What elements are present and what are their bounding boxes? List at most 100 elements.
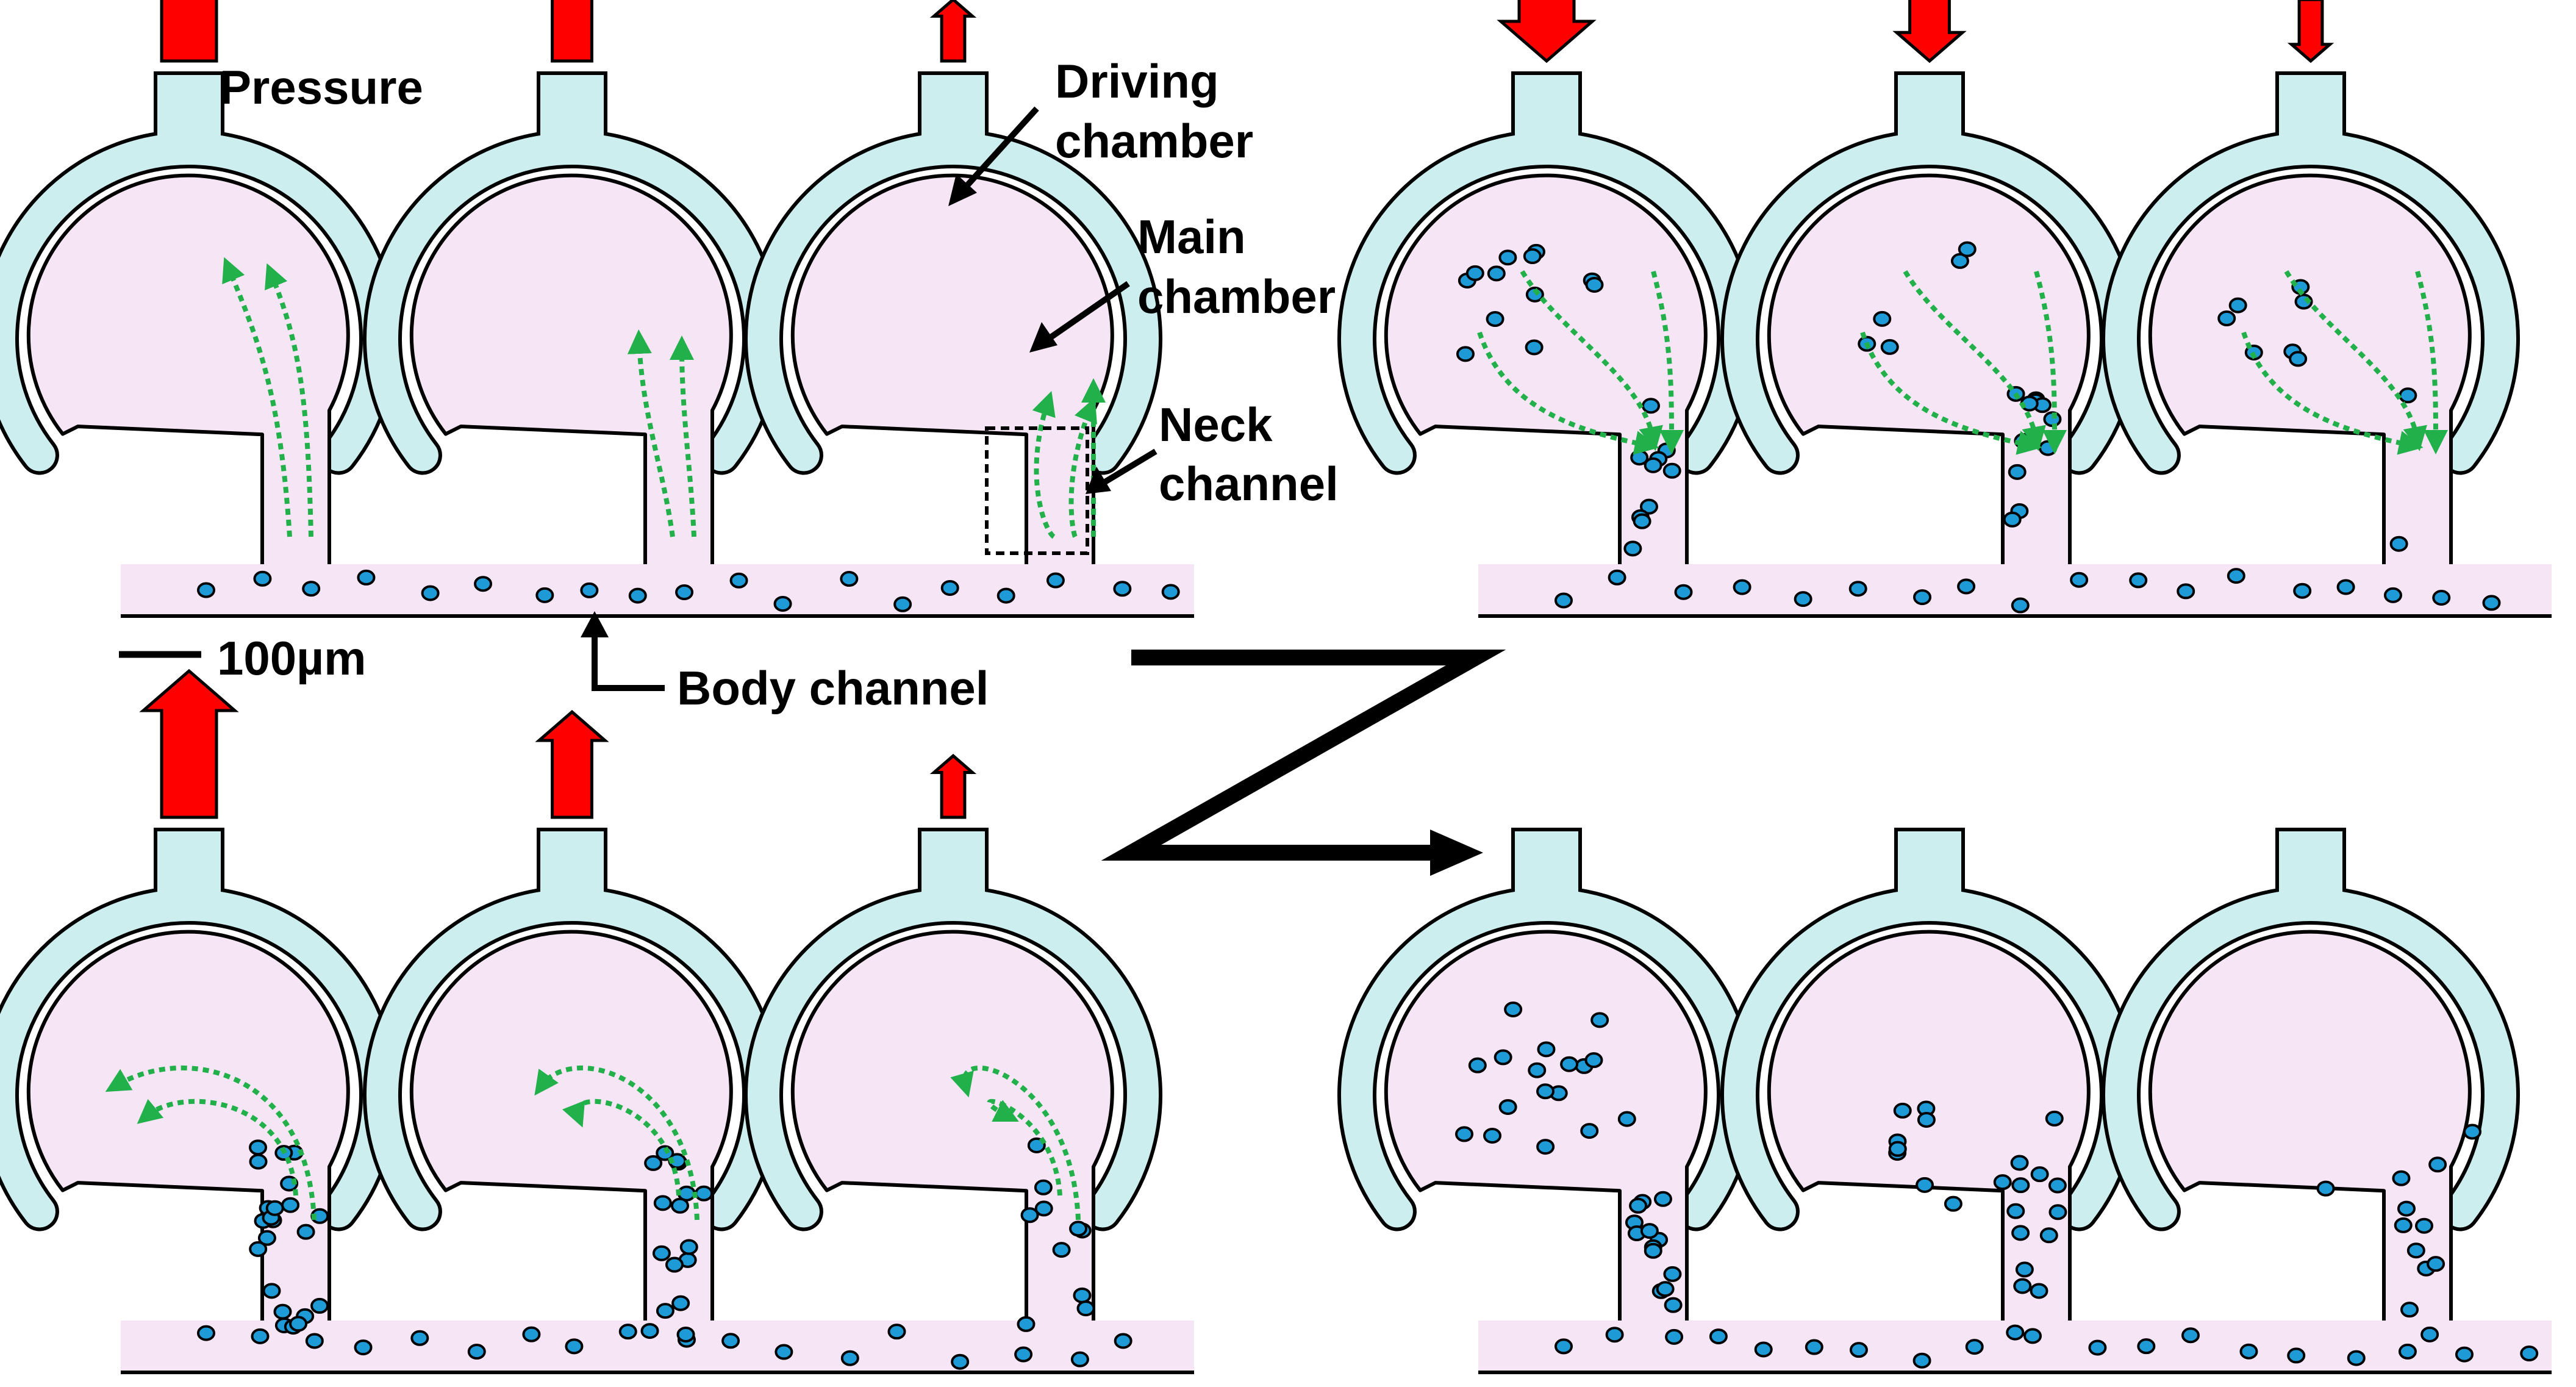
- driving-chamber-label: Driving: [1055, 54, 1219, 108]
- particle: [1957, 578, 1976, 595]
- particle: [2316, 1180, 2335, 1197]
- microfluidic-unit: [744, 0, 1162, 564]
- particle: [2048, 1177, 2067, 1194]
- flow-arrow: [534, 1065, 699, 1220]
- particle: [1993, 1174, 2012, 1191]
- particle: [1498, 1098, 1517, 1115]
- particle: [652, 1245, 671, 1261]
- particle: [253, 570, 272, 587]
- particle: [421, 585, 440, 601]
- particle: [1046, 572, 1065, 589]
- pressure-arrow-icon: [551, 0, 593, 63]
- flow-arrow: [105, 1065, 317, 1220]
- particle: [1073, 1287, 1092, 1303]
- body-channel-pointer: [581, 611, 665, 691]
- particle: [1560, 1056, 1579, 1072]
- particle: [1656, 1281, 1675, 1297]
- particle: [1888, 1141, 1907, 1157]
- particle: [289, 1316, 308, 1332]
- flow-arrow: [1860, 331, 2042, 455]
- particle: [1893, 1102, 1912, 1119]
- particle: [676, 1326, 695, 1342]
- flow-arrow: [2034, 270, 2067, 454]
- particle: [1944, 1195, 1962, 1212]
- microfluidic-unit: [1720, 0, 2139, 564]
- particle: [565, 1338, 584, 1355]
- particle: [2006, 1203, 2025, 1219]
- particle: [2039, 1227, 2058, 1244]
- particle: [1665, 1328, 1684, 1345]
- particle: [1849, 1342, 1868, 1358]
- particle: [1674, 584, 1693, 600]
- particle: [644, 1155, 663, 1171]
- pressure-arrow-icon: [535, 709, 609, 819]
- microfluidic-unit: [1337, 828, 1756, 1321]
- particle: [721, 1333, 740, 1349]
- particle: [1052, 1242, 1071, 1258]
- particle: [887, 1324, 906, 1340]
- particle: [2039, 440, 2058, 456]
- driving-chamber-label-line2: chamber: [1055, 114, 1253, 168]
- particle: [2427, 1256, 2445, 1272]
- particle: [1536, 1083, 1555, 1100]
- flow-arrow: [222, 257, 292, 537]
- particle: [1916, 1177, 1934, 1193]
- flow-arrow: [2415, 270, 2448, 454]
- particle: [1605, 1327, 1624, 1343]
- particle: [1523, 248, 1542, 265]
- particle: [1114, 1333, 1132, 1349]
- particle: [2420, 1326, 2439, 1342]
- particle: [2048, 1204, 2067, 1220]
- particle: [2520, 1346, 2539, 1362]
- particle: [2070, 572, 2089, 588]
- particle: [1965, 1339, 1984, 1355]
- pressure-arrow-icon: [2287, 0, 2334, 63]
- particle: [296, 1224, 315, 1240]
- particle: [1664, 1297, 1683, 1313]
- particle: [2006, 1324, 2025, 1341]
- particle: [675, 584, 694, 601]
- particle: [2137, 1338, 2156, 1355]
- particle: [2336, 579, 2355, 595]
- particle: [1663, 1266, 1682, 1282]
- microfluidic-unit: [0, 668, 398, 1335]
- particle: [1912, 1352, 1931, 1369]
- particle: [1483, 1127, 1502, 1144]
- particle: [1580, 1123, 1599, 1139]
- particle: [262, 1283, 281, 1299]
- particle: [618, 1324, 637, 1340]
- panel-bottom-right: [1337, 828, 2552, 1374]
- body-channel: [121, 564, 1194, 616]
- particle: [522, 1326, 541, 1342]
- particle: [1017, 1316, 1036, 1332]
- particle: [840, 1350, 859, 1366]
- particle: [2400, 1302, 2419, 1318]
- particle: [2293, 582, 2312, 599]
- particle: [1662, 462, 1681, 479]
- neck-channel-label: Neck: [1159, 398, 1273, 451]
- particle: [249, 1241, 268, 1257]
- particle: [2011, 597, 2030, 614]
- particle: [1794, 591, 1812, 607]
- particle: [773, 595, 792, 612]
- microfluidic-unit: [0, 0, 398, 564]
- flow-arrow: [562, 1098, 681, 1196]
- particle: [2003, 511, 2022, 528]
- flow-arrow: [265, 263, 313, 537]
- particle: [996, 587, 1015, 604]
- particle: [1805, 1339, 1823, 1355]
- particle: [1873, 310, 1892, 327]
- panel-bottom-left: [0, 668, 1194, 1374]
- particle: [197, 1325, 215, 1341]
- particle: [695, 1185, 714, 1202]
- flow-arrow: [1520, 270, 1663, 451]
- particle: [1608, 569, 1626, 586]
- particle: [840, 571, 859, 587]
- particle: [1465, 265, 1484, 281]
- particle: [1709, 1328, 1728, 1345]
- flow-arrow: [1032, 391, 1056, 539]
- particle: [257, 1230, 276, 1246]
- particle: [2239, 1343, 2258, 1360]
- particle: [656, 1303, 674, 1319]
- neck-channel-highlight-box: [985, 426, 1089, 555]
